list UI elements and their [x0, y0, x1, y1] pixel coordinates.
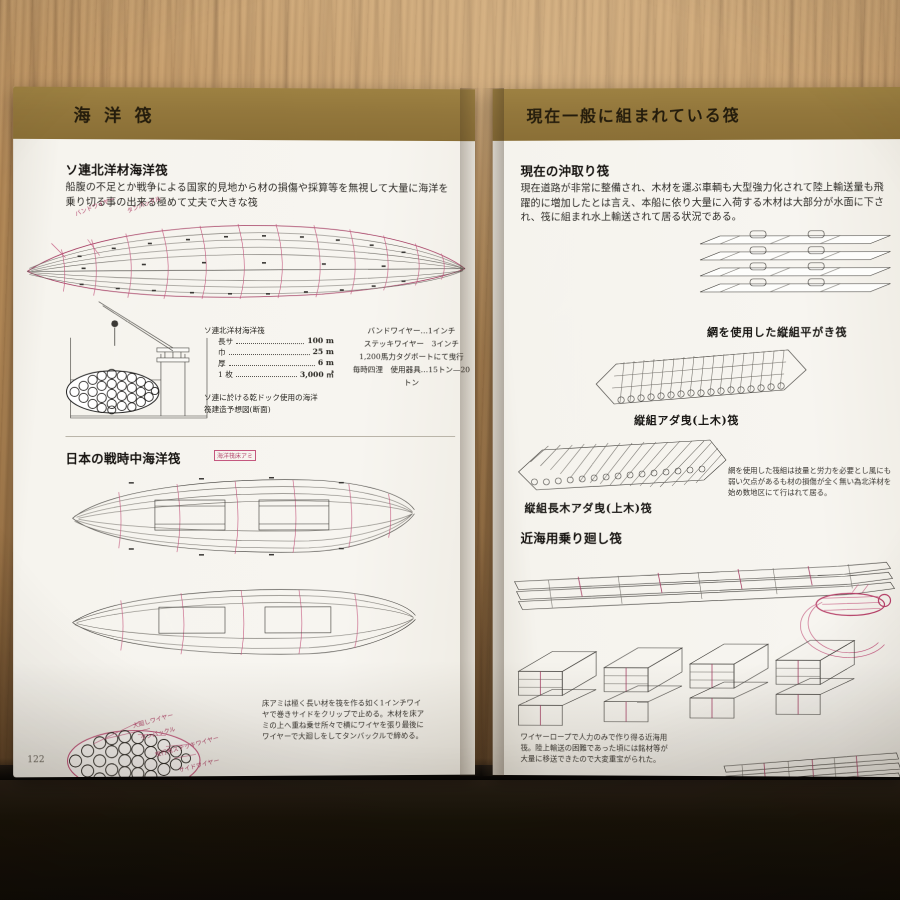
- spec-notes: バンドワイヤー…1インチ ステッキワイヤー 3インチ 1,200馬力タグボートに…: [352, 325, 471, 389]
- long-timber-ada-raft-figure: [515, 432, 744, 504]
- right-page: 現在一般に組まれている筏 現在の沖取り筏 現在道路が非常に整備され、木材を運ぶ車…: [493, 87, 900, 777]
- right-section-2-heading: 近海用乗り廻し筏: [521, 528, 821, 547]
- page-number: 122: [27, 755, 44, 765]
- right-note-block-1: 網を使用した筏組は技量と労力を必要とし風にも弱い欠点があるも材の損傷が全く無い為…: [728, 465, 897, 499]
- stacked-bundle-raft-figure: [513, 637, 900, 739]
- spec-note: 毎時四浬 使用器具…15トン—20トン: [352, 364, 471, 390]
- dry-dock-cross-section: [69, 318, 209, 423]
- ocean-raft-plan-diagram: [21, 211, 471, 307]
- net-flat-raft-figure: [690, 221, 900, 317]
- coastal-raft-small-figure: [720, 740, 900, 777]
- right-note-block-2: ワイヤーロープで人力のみで作り得る近海用筏。陸上輸送の困難であった頃には銘材等が…: [521, 731, 671, 765]
- left-page-banner-title: 海 洋 筏: [74, 101, 156, 127]
- spec-row: 厚 6 m: [204, 358, 334, 369]
- left-page-body: ソ連北洋材海洋筏 船腹の不足とか戦争による国家的見地から材の損傷や採算等を無視し…: [13, 139, 475, 778]
- spec-value: 25 m: [313, 347, 334, 358]
- spec-label: 厚: [218, 358, 226, 369]
- left-note-block: 床アミは極く長い材を筏を作る如く1インチワイヤで巻きサイドをクリップで止める。木…: [262, 697, 426, 742]
- spec-row: 1 枚 3,000 ㎥: [204, 369, 334, 380]
- wartime-raft-diagram-bottom: [58, 580, 418, 661]
- left-section-1-heading: ソ連北洋材海洋筏: [65, 159, 450, 180]
- open-book: 海 洋 筏 ソ連北洋材海洋筏 船腹の不足とか戦争による国家的見地から材の損傷や採…: [8, 88, 900, 788]
- spec-table-title: ソ連北洋材海洋筏: [204, 325, 334, 336]
- spec-row: 巾 25 m: [204, 347, 334, 358]
- spec-value: 6 m: [318, 358, 334, 369]
- spec-label: 巾: [218, 347, 226, 358]
- left-page: 海 洋 筏 ソ連北洋材海洋筏 船腹の不足とか戦争による国家的見地から材の損傷や採…: [13, 87, 475, 778]
- right-page-banner-title: 現在一般に組まれている筏: [526, 102, 740, 127]
- spec-label: 1 枚: [218, 369, 233, 380]
- spec-table: ソ連北洋材海洋筏 長サ 100 m 巾 25 m 厚 6 m: [204, 325, 334, 380]
- right-section-2: 近海用乗り廻し筏: [521, 528, 821, 547]
- section-divider: [65, 436, 455, 437]
- figure-caption-3: 縦組長木アダ曳(上木)筏: [524, 500, 652, 516]
- left-section-1-body: 船腹の不足とか戦争による国家的見地から材の損傷や採算等を無視して大量に海洋を乗り…: [65, 181, 450, 212]
- annotation-ocean-raft-net: 海洋筏床アミ: [214, 450, 256, 461]
- spec-label: 長サ: [218, 336, 233, 347]
- dry-dock-caption: ソ連に於ける乾ドック使用の海洋筏建造予想図(断面): [204, 392, 322, 416]
- vertical-ada-raft-figure: [592, 338, 822, 416]
- spec-note: 1,200馬力タグボートにて曳行: [352, 351, 471, 364]
- spec-note: バンドワイヤー…1インチ: [352, 325, 471, 338]
- wartime-raft-diagram-top: [58, 470, 418, 561]
- left-section-1: ソ連北洋材海洋筏 船腹の不足とか戦争による国家的見地から材の損傷や採算等を無視し…: [65, 159, 450, 212]
- right-page-body: 現在の沖取り筏 現在道路が非常に整備され、木材を運ぶ車輌も大型強力化されて陸上輸…: [493, 139, 900, 777]
- annotation-floor-net-wire: 床アミワイヤー: [183, 777, 226, 778]
- left-page-banner: 海 洋 筏: [13, 87, 475, 142]
- spec-value: 100 m: [307, 336, 333, 347]
- right-page-banner: 現在一般に組まれている筏: [493, 87, 900, 141]
- figure-caption-2: 縦組アダ曳(上木)筏: [634, 412, 739, 428]
- right-section-1: 現在の沖取り筏 現在道路が非常に整備され、木材を運ぶ車輌も大型強力化されて陸上輸…: [521, 159, 889, 226]
- spec-note: ステッキワイヤー 3インチ: [352, 338, 471, 351]
- right-section-1-heading: 現在の沖取り筏: [521, 159, 889, 179]
- right-section-1-body: 現在道路が非常に整備され、木材を運ぶ車輌も大型強力化されて陸上輸送量も飛躍的に増…: [521, 181, 889, 226]
- spec-row: 長サ 100 m: [204, 336, 334, 347]
- spec-value: 3,000 ㎥: [300, 369, 334, 380]
